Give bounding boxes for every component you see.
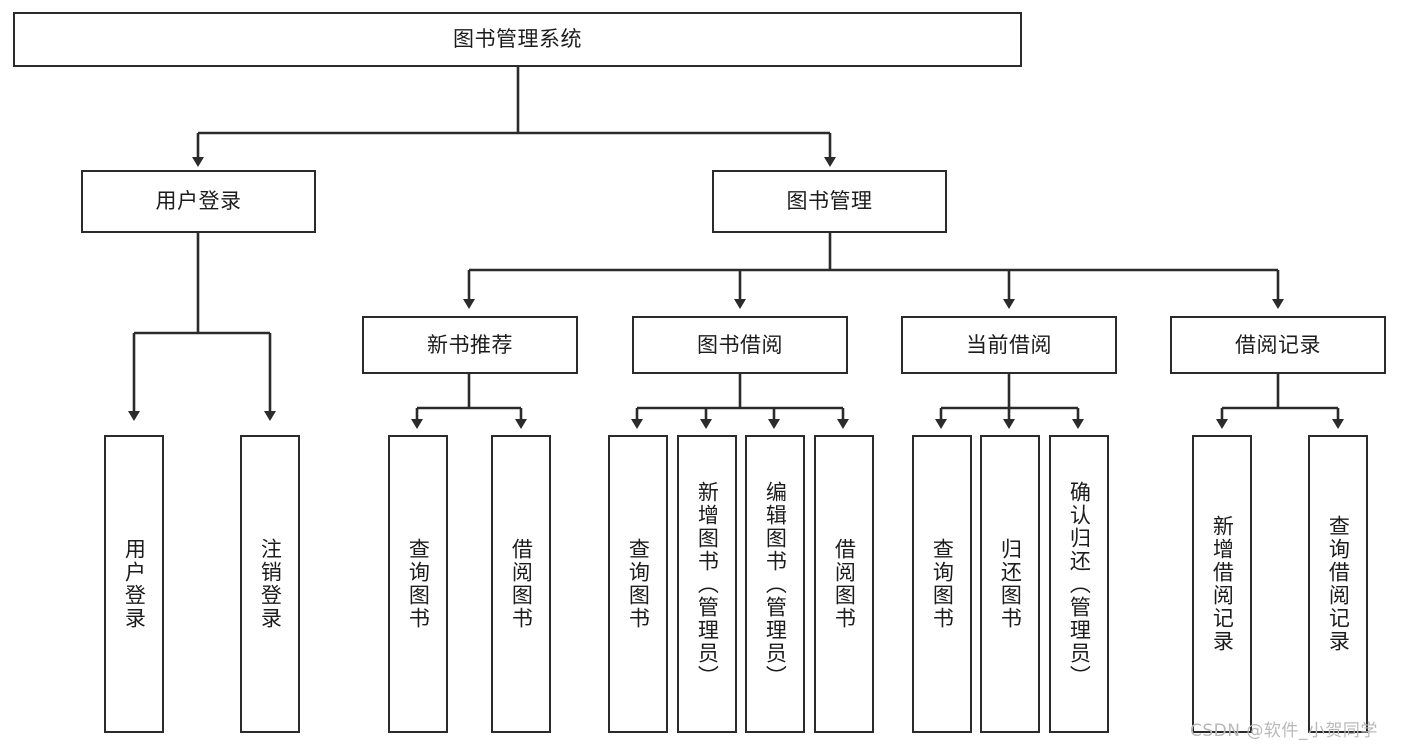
node-borrow-record[interactable]: 借阅记录 bbox=[1170, 316, 1386, 374]
leaf-label: 注销登录 bbox=[258, 538, 283, 630]
node-current-borrow[interactable]: 当前借阅 bbox=[901, 316, 1117, 374]
leaf-borrow-book[interactable]: 借阅图书 bbox=[814, 435, 874, 733]
leaf-label: 编辑图书（管理员） bbox=[763, 480, 788, 688]
node-root[interactable]: 图书管理系统 bbox=[13, 12, 1022, 67]
leaf-label: 用户登录 bbox=[122, 538, 147, 630]
leaf-current-query-book[interactable]: 查询图书 bbox=[912, 435, 972, 733]
leaf-label: 借阅图书 bbox=[509, 538, 534, 630]
leaf-user-login[interactable]: 用户登录 bbox=[104, 435, 164, 733]
leaf-query-borrow-record[interactable]: 查询借阅记录 bbox=[1308, 435, 1368, 733]
leaf-label: 查询图书 bbox=[406, 538, 431, 630]
leaf-add-book-admin[interactable]: 新增图书（管理员） bbox=[677, 435, 737, 733]
leaf-label: 借阅图书 bbox=[832, 538, 857, 630]
node-book-management[interactable]: 图书管理 bbox=[712, 170, 947, 233]
leaf-new-book-borrow[interactable]: 借阅图书 bbox=[491, 435, 551, 733]
leaf-edit-book-admin[interactable]: 编辑图书（管理员） bbox=[745, 435, 805, 733]
leaf-label: 查询图书 bbox=[626, 538, 651, 630]
leaf-label: 确认归还（管理员） bbox=[1067, 480, 1092, 688]
watermark: CSDN @软件_小贺同学 bbox=[1190, 721, 1378, 741]
leaf-new-book-query[interactable]: 查询图书 bbox=[388, 435, 448, 733]
node-book-borrow[interactable]: 图书借阅 bbox=[632, 316, 848, 374]
leaf-confirm-return-admin[interactable]: 确认归还（管理员） bbox=[1049, 435, 1109, 733]
leaf-label: 查询借阅记录 bbox=[1326, 515, 1351, 653]
leaf-label: 新增借阅记录 bbox=[1210, 515, 1235, 653]
leaf-borrow-query-book[interactable]: 查询图书 bbox=[608, 435, 668, 733]
leaf-logout[interactable]: 注销登录 bbox=[240, 435, 300, 733]
leaf-label: 查询图书 bbox=[930, 538, 955, 630]
leaf-add-borrow-record[interactable]: 新增借阅记录 bbox=[1192, 435, 1252, 733]
leaf-label: 新增图书（管理员） bbox=[695, 480, 720, 688]
node-user-login[interactable]: 用户登录 bbox=[81, 170, 316, 233]
leaf-label: 归还图书 bbox=[998, 538, 1023, 630]
node-new-book-recommend[interactable]: 新书推荐 bbox=[362, 316, 578, 374]
leaf-return-book[interactable]: 归还图书 bbox=[980, 435, 1040, 733]
